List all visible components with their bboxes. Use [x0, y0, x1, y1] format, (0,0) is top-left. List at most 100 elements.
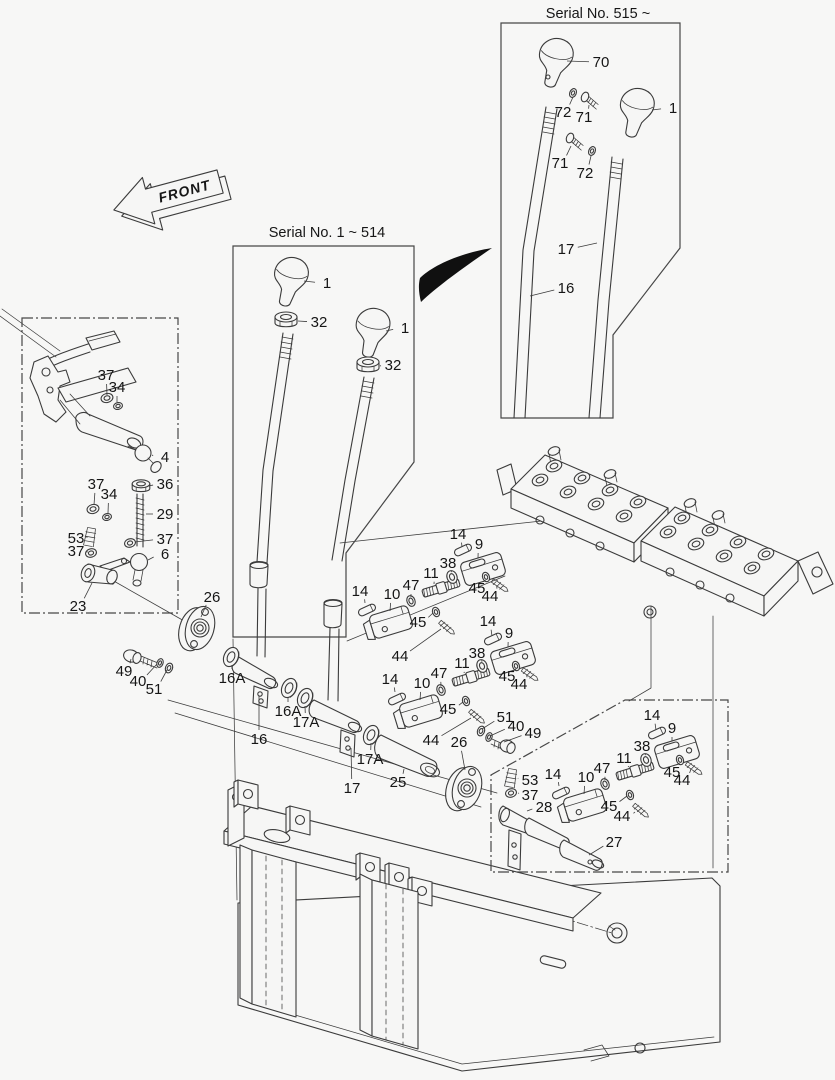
part-callout-44: 44	[614, 808, 631, 825]
part-callout-37: 37	[68, 543, 85, 560]
part-callout-38: 38	[634, 738, 651, 755]
bellcrank-28	[499, 806, 533, 870]
callout-leader	[589, 846, 603, 855]
part-callout-9: 9	[668, 720, 676, 737]
callout-leader	[94, 493, 95, 505]
callout-leader	[527, 809, 532, 811]
part-callout-1: 1	[401, 320, 409, 337]
valve-spools-b	[659, 510, 776, 602]
part-callout-10: 10	[414, 675, 431, 692]
part-callout-27: 27	[606, 834, 623, 851]
callout-leader	[462, 751, 465, 770]
callout-leader	[410, 629, 441, 651]
part-callout-37: 37	[88, 476, 105, 493]
part-callout-4: 4	[161, 449, 169, 466]
part-callout-34: 34	[101, 486, 118, 503]
callout-leader	[515, 669, 516, 670]
part-callout-14: 14	[545, 766, 562, 783]
part-callout-44: 44	[482, 588, 499, 605]
part-callout-29: 29	[157, 506, 174, 523]
part-callout-37: 37	[157, 531, 174, 548]
callout-leader	[442, 718, 471, 736]
callout-leader	[459, 702, 463, 705]
part-callout-14: 14	[450, 526, 467, 543]
part-callout-16: 16	[251, 731, 268, 748]
part-callout-53: 53	[68, 530, 85, 547]
callout-leader	[304, 281, 315, 282]
callout-leader	[152, 455, 153, 456]
callout-leader	[490, 729, 505, 736]
valve-spools-a	[531, 458, 648, 550]
part-callout-47: 47	[403, 577, 420, 594]
part-callout-10: 10	[578, 769, 595, 786]
part-callout-14: 14	[382, 671, 399, 688]
part-callout-1: 1	[669, 100, 677, 117]
part-callout-45: 45	[601, 798, 618, 815]
part-callout-37: 37	[522, 787, 539, 804]
callout-leader	[351, 748, 352, 779]
part-callout-45: 45	[440, 701, 457, 718]
part-callout-40: 40	[130, 673, 147, 690]
part-callout-14: 14	[352, 583, 369, 600]
part-callout-16A: 16A	[275, 703, 302, 720]
part-callout-47: 47	[594, 760, 611, 777]
callout-leader	[148, 485, 153, 486]
callout-leader	[428, 613, 433, 617]
callout-leader	[655, 724, 656, 730]
part-callout-44: 44	[423, 732, 440, 749]
part-callout-45: 45	[469, 580, 486, 597]
callout-leader	[135, 540, 153, 542]
part-callout-17A: 17A	[293, 714, 320, 731]
serial-1-514-title: Serial No. 1 ~ 514	[269, 225, 385, 241]
front-direction-arrow: FRONT	[108, 157, 235, 241]
serial-515-box	[501, 23, 680, 418]
lever-pivot-17	[309, 700, 363, 757]
part-callout-38: 38	[440, 555, 457, 572]
part-callout-10: 10	[384, 586, 401, 603]
part-callout-51: 51	[497, 709, 514, 726]
control-valve-assembly	[497, 445, 833, 618]
part-callout-40: 40	[508, 718, 525, 735]
part-callout-11: 11	[454, 655, 470, 672]
part-callout-17A: 17A	[357, 751, 384, 768]
callout-leader	[619, 796, 627, 802]
part-callout-72: 72	[577, 165, 594, 182]
callout-leader	[628, 766, 629, 767]
part-callout-72: 72	[555, 104, 572, 121]
part-callout-34: 34	[109, 379, 126, 396]
part-callout-17: 17	[344, 780, 361, 797]
callout-leader	[530, 290, 554, 296]
part-callout-45: 45	[499, 668, 516, 685]
serial-515-title: Serial No. 515 ~	[546, 6, 650, 22]
pedal-assembly-box	[0, 309, 178, 613]
part-callout-26: 26	[204, 589, 221, 606]
part-callout-45: 45	[664, 764, 681, 781]
callout-leader	[567, 61, 589, 62]
part-callout-44: 44	[674, 772, 691, 789]
pedal-assembly	[30, 331, 143, 450]
part-callout-49: 49	[116, 663, 133, 680]
reference-swoosh-arrow	[418, 248, 492, 302]
part-callout-70: 70	[593, 54, 610, 71]
callout-leader	[570, 97, 573, 105]
part-callout-32: 32	[385, 357, 402, 374]
part-callout-1: 1	[323, 275, 331, 292]
callout-leader	[130, 659, 131, 663]
callout-leader	[578, 243, 597, 247]
callout-leader	[504, 736, 522, 742]
part-callout-38: 38	[469, 645, 486, 662]
callout-leader	[491, 630, 492, 636]
callout-leader	[652, 109, 661, 110]
callout-leader	[633, 812, 635, 813]
callout-leader	[161, 670, 167, 682]
lever-pivot-16	[232, 656, 279, 708]
part-callout-14: 14	[644, 707, 661, 724]
callout-leader	[589, 156, 591, 165]
callout-leader	[386, 329, 393, 331]
callout-leader	[147, 664, 157, 675]
part-callout-49: 49	[525, 725, 542, 742]
spacer-25	[375, 735, 442, 780]
callout-leader	[201, 605, 206, 617]
